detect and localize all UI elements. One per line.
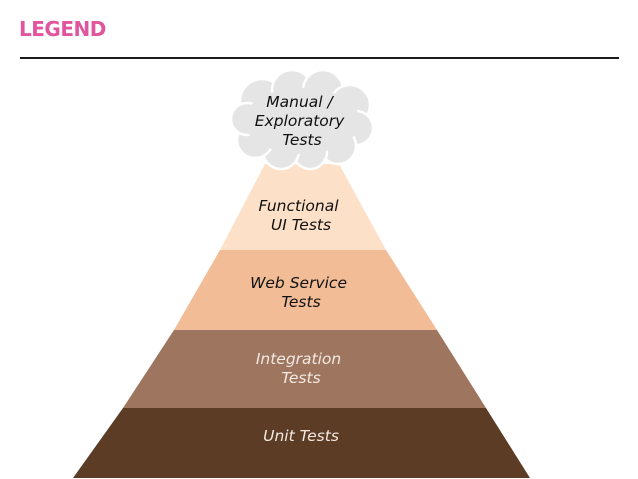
legend-title: LEGEND <box>19 17 106 41</box>
layer-label-web-service: Web Service Tests <box>250 274 352 311</box>
cloud-shape <box>229 68 375 171</box>
layer-label-functional-ui: Functional UI Tests <box>259 197 344 234</box>
cloud-label: Manual / Exploratory Tests <box>255 93 350 149</box>
pyramid-layer-integration <box>123 330 486 408</box>
pyramid-layer-functional-ui <box>220 164 386 250</box>
layer-label-integration: Integration Tests <box>256 350 346 387</box>
pyramid-layer-unit <box>73 408 530 478</box>
layer-label-unit: Unit Tests <box>263 427 339 445</box>
header-divider <box>20 57 619 59</box>
pyramid-layer-web-service <box>174 250 437 330</box>
